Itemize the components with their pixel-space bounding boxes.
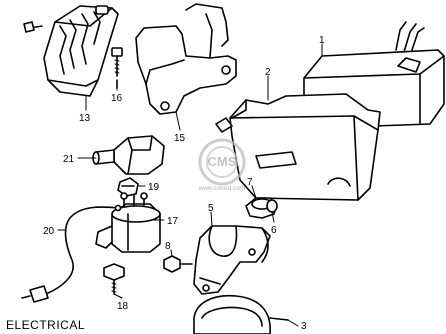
bolt-18 (103, 263, 125, 295)
wire-lead-20 (21, 204, 122, 303)
callout-6: 6 (271, 225, 277, 236)
callout-21: 21 (63, 154, 75, 165)
callout-17: 17 (167, 216, 179, 227)
bolt-16 (111, 47, 123, 89)
watermark-url-text: www.cmsnl.com (198, 186, 246, 192)
bracket-5 (193, 225, 271, 295)
callout-8: 8 (165, 241, 171, 252)
callout-2: 2 (265, 67, 271, 78)
callout-19: 19 (148, 182, 160, 193)
cap-19 (117, 177, 139, 197)
callout-15: 15 (174, 133, 186, 144)
grommet-6 (266, 199, 278, 213)
bracket-15 (135, 3, 237, 115)
sensor-21 (92, 135, 165, 175)
diagram-caption: ELECTRICAL (6, 318, 85, 332)
case-cover-2 (215, 93, 381, 201)
callout-20: 20 (43, 226, 55, 237)
callout-18: 18 (117, 301, 129, 312)
starter-relay-17 (95, 192, 161, 253)
ignitor-unit-13 (23, 5, 119, 97)
cms-watermark-logo: CMS www.cmsnl.com (198, 138, 246, 192)
leader-lines (57, 43, 323, 327)
callout-1: 1 (319, 35, 325, 46)
callout-3: 3 (301, 321, 307, 332)
ignition-coil-3 (193, 294, 289, 334)
bolt-8 (163, 255, 193, 273)
callout-7: 7 (247, 177, 253, 188)
callout-16: 16 (111, 93, 123, 104)
watermark-logo-text: CMS (208, 154, 237, 169)
callout-13: 13 (79, 113, 91, 124)
callout-5: 5 (208, 203, 214, 214)
